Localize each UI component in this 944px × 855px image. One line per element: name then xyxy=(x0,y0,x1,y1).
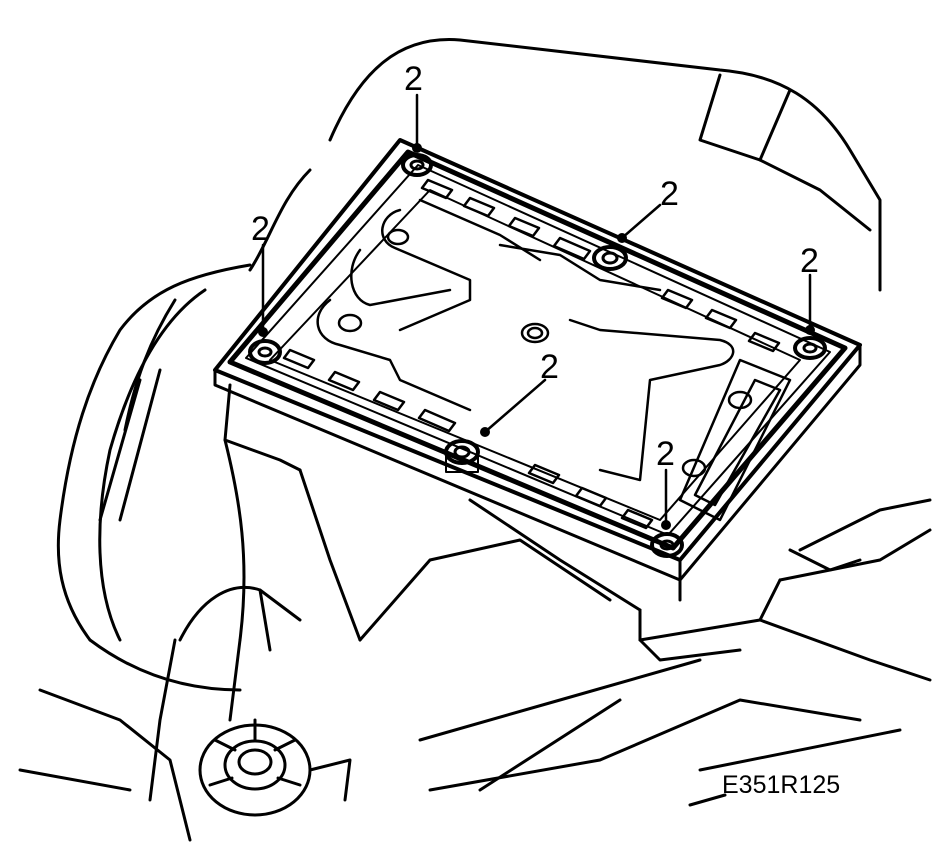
callout-label: 2 xyxy=(251,210,270,248)
figure-reference-code: E351R125 xyxy=(722,771,840,799)
bolt-bottom-right xyxy=(650,532,684,558)
callout-dot xyxy=(258,327,268,337)
mounting-plate xyxy=(213,138,862,602)
bolt-bottom-middle xyxy=(444,439,480,473)
callout-label: 2 xyxy=(540,348,559,386)
bolt-left xyxy=(248,339,282,365)
callout-leaders xyxy=(261,93,812,527)
bolt-top-right xyxy=(793,336,827,360)
callout-dot xyxy=(805,325,815,335)
callout-label: 2 xyxy=(660,175,679,213)
callout-dot xyxy=(661,520,671,530)
round-fitting xyxy=(198,718,352,817)
plate-ribs xyxy=(282,178,781,530)
callout-dot xyxy=(412,143,422,153)
leader-line xyxy=(620,203,662,240)
mounting-bolts xyxy=(248,153,827,558)
plate-bosses xyxy=(337,228,753,478)
callout-labels: 2 2 2 2 2 2 xyxy=(251,60,819,473)
chassis-lower-right xyxy=(358,498,932,807)
callout-dot xyxy=(617,233,627,243)
callout-dot xyxy=(480,427,490,437)
bolt-top-middle xyxy=(592,245,628,271)
callout-label: 2 xyxy=(656,435,675,473)
callout-label: 2 xyxy=(800,242,819,280)
callout-label: 2 xyxy=(404,60,423,98)
engine-body-outline xyxy=(56,38,882,692)
bolt-top-left xyxy=(401,153,433,177)
callout-dots xyxy=(258,143,815,530)
plate-channels xyxy=(316,198,792,522)
leader-line xyxy=(483,378,547,434)
mount-bracket-left xyxy=(18,383,362,842)
